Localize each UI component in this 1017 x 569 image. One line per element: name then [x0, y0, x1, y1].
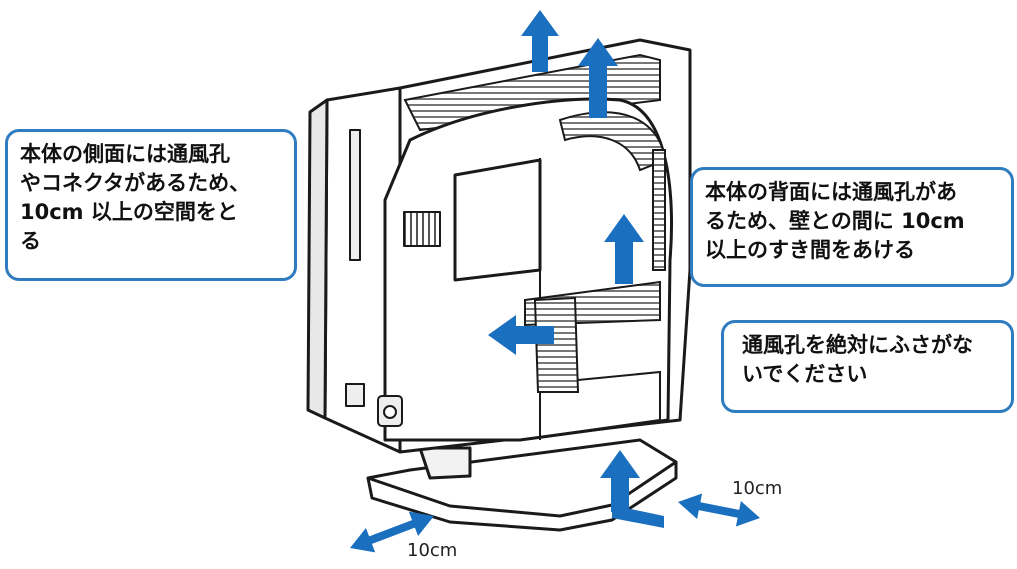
intake-arrow-bottom — [600, 450, 640, 512]
callout-back-line-2: るため、壁との間に 10cm — [705, 209, 965, 233]
callout-side-line-2: やコネクタがあるため、 — [20, 171, 251, 195]
clearance-label-front: 10cm — [407, 540, 458, 561]
clearance-arrow-front — [350, 511, 434, 553]
back-vent-grille — [519, 280, 661, 441]
callout-warning-line-1: 通風孔を絶対にふさがな — [742, 333, 973, 357]
rear-housing — [377, 97, 674, 442]
callout-back-vents: 本体の背面には通風孔があ るため、壁との間に 10cm 以上のすき間をあける — [690, 167, 1014, 287]
airflow-arrows — [350, 10, 761, 553]
callout-side-line-4: る — [20, 229, 41, 253]
callout-side-vents: 本体の側面には通風孔 やコネクタがあるため、 10cm 以上の空間をと る — [5, 129, 297, 281]
callout-side-line-3: 10cm 以上の空間をと — [20, 200, 238, 224]
callout-warning-line-2: いでください — [742, 362, 868, 386]
callout-side-line-1: 本体の側面には通風孔 — [20, 142, 230, 166]
intake-floor-arrow — [612, 505, 664, 528]
callout-back-line-3: 以上のすき間をあける — [705, 238, 915, 262]
callout-back-line-1: 本体の背面には通風孔があ — [705, 180, 957, 204]
exhaust-arrow-top-left — [521, 10, 559, 72]
side-vents-right — [652, 149, 666, 271]
stand-base — [366, 438, 678, 532]
clearance-arrow-right — [678, 493, 761, 527]
exhaust-arrow-side — [488, 315, 554, 355]
exhaust-arrow-top-right — [578, 38, 618, 118]
callout-warning: 通風孔を絶対にふさがな いでください — [721, 320, 1014, 413]
exhaust-arrow-rear — [604, 214, 644, 284]
clearance-label-right: 10cm — [732, 478, 783, 499]
